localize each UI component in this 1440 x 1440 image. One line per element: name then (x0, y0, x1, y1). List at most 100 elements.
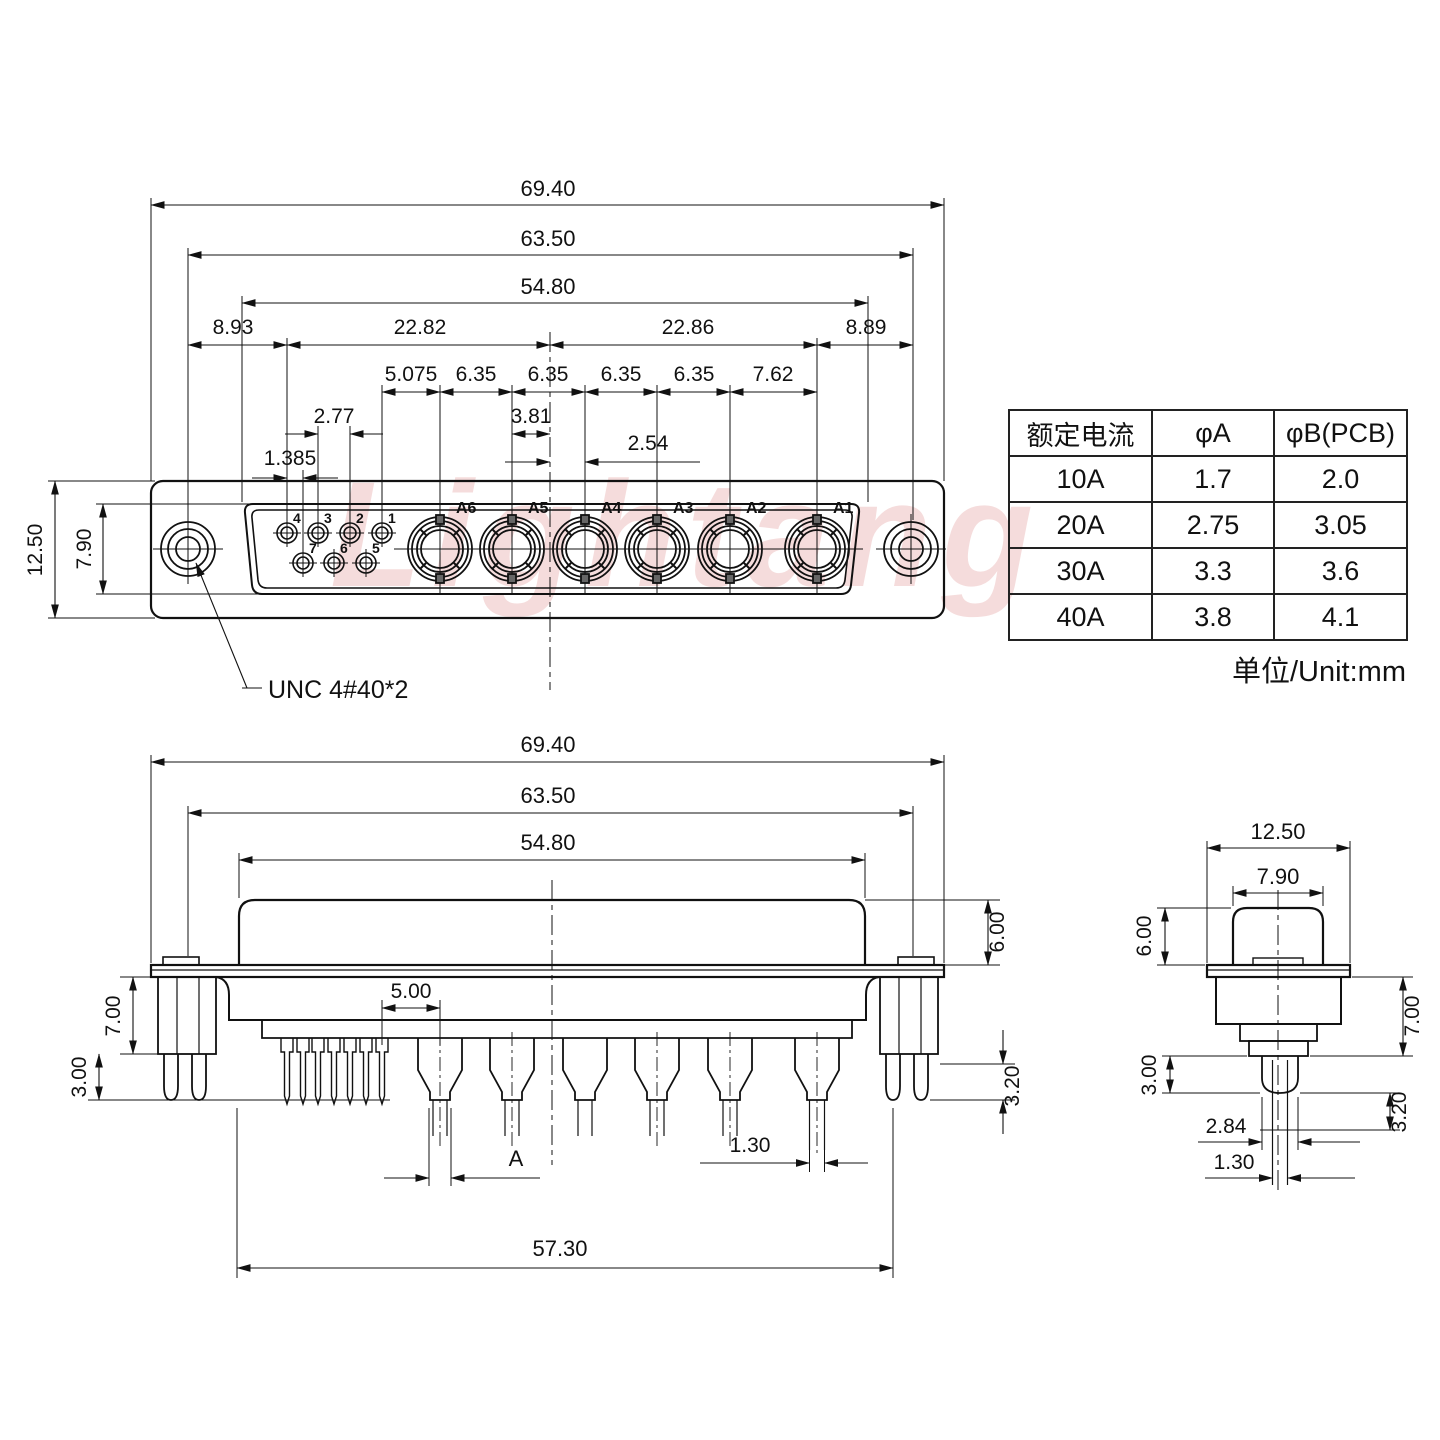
power-contacts (394, 503, 863, 595)
small-solder-pins (280, 1038, 389, 1107)
bracket-top-right (897, 956, 935, 966)
dim-row-offset: 3.81 (511, 405, 552, 428)
dim-side-depth: 12.50 (1250, 819, 1305, 844)
dim-side-body-height: 7.00 (1401, 996, 1424, 1037)
d-opening-inner (251, 509, 853, 589)
dim-front-right-span: 22.86 (662, 316, 715, 339)
bottom-dimensions (95, 758, 1007, 1272)
dim-side-tip-length: 3.20 (1388, 1092, 1411, 1133)
dim-center-gap: 2.54 (628, 432, 669, 455)
dim-bottom-body-height: 7.00 (102, 996, 125, 1037)
mounting-hole-right (876, 514, 946, 584)
mount-bracket-right (879, 976, 939, 1101)
side-extension-lines (1157, 841, 1413, 1150)
contact-A5 (466, 503, 558, 595)
cell-phib-20a: 3.05 (1273, 501, 1408, 549)
cell-current-20a: 20A (1008, 501, 1153, 549)
dim-bottom-shroud-height: 6.00 (986, 912, 1009, 953)
header-rated-current: 额定电流 (1008, 409, 1153, 457)
flange-plate (149, 963, 946, 979)
cell-phib-30a: 3.6 (1273, 547, 1408, 595)
dim-bottom-mount-pitch: 63.50 (520, 783, 575, 808)
dim-bottom-opening-width: 54.80 (520, 830, 575, 855)
dim-pitch-4: 6.35 (674, 363, 715, 386)
current-rating-table: 额定电流 φA φB(PCB) 10A 1.7 2.0 20A 2.75 3.0… (1008, 409, 1408, 641)
header-phi-a: φA (1151, 409, 1275, 457)
contact-A6 (394, 503, 486, 595)
contact-A2 (684, 503, 776, 595)
dim-pin-gap: 5.00 (391, 980, 432, 1003)
table-row: 20A 2.75 3.05 (1008, 501, 1408, 549)
d-opening-outer (243, 503, 861, 595)
insulator-body (215, 976, 880, 1021)
dim-front-opening-height: 7.90 (73, 529, 96, 570)
dim-front-overall-height: 12.50 (24, 524, 47, 577)
pin-label-6: 6 (340, 540, 348, 556)
table-row: 30A 3.3 3.6 (1008, 547, 1408, 595)
side-pin-tube (1261, 1056, 1299, 1094)
pin-label-3: 3 (324, 510, 332, 526)
cell-current-30a: 30A (1008, 547, 1153, 595)
bottom-view: 69.40 63.50 54.80 5.00 7.00 3.00 6.00 3.… (68, 732, 1024, 1278)
cell-phia-40a: 3.8 (1151, 593, 1275, 641)
dim-bottom-tip-length: 3.20 (1001, 1066, 1024, 1107)
front-view: 4 3 2 1 7 6 5 (24, 176, 946, 704)
contact-label-A4: A4 (601, 500, 622, 517)
dim-bottom-overall-width: 69.40 (520, 732, 575, 757)
contact-label-A1: A1 (833, 500, 854, 517)
dim-a-reference: A (509, 1146, 524, 1171)
dim-pitch-2: 6.35 (528, 363, 569, 386)
unit-note: 单位/Unit:mm (1231, 656, 1406, 688)
dim-pitch-5: 7.62 (753, 363, 794, 386)
header-phi-b-pcb: φB(PCB) (1273, 409, 1408, 457)
contact-label-A3: A3 (673, 500, 694, 517)
side-dimensions (1161, 844, 1407, 1182)
bracket-top-left (162, 956, 200, 966)
dim-side-tube-diameter: 2.84 (1206, 1115, 1247, 1138)
mounting-hole-left (153, 514, 223, 584)
cell-phia-30a: 3.3 (1151, 547, 1275, 595)
dim-front-left-span: 22.82 (394, 316, 447, 339)
contact-label-A2: A2 (746, 500, 767, 517)
pin-label-1: 1 (388, 510, 396, 526)
small-pins-top-row (273, 519, 396, 547)
table-header-row: 额定电流 φA φB(PCB) (1008, 409, 1408, 457)
dim-bottom-pin-tail: 3.00 (68, 1057, 91, 1098)
cell-current-10a: 10A (1008, 455, 1153, 503)
cell-phib-10a: 2.0 (1273, 455, 1408, 503)
dim-side-wire-diameter: 1.30 (1214, 1151, 1255, 1174)
contact-label-A6: A6 (456, 500, 477, 517)
dim-bottom-wire-diameter: 1.30 (730, 1134, 771, 1157)
dim-front-opening-width: 54.80 (520, 274, 575, 299)
front-dimensions (51, 201, 945, 689)
dim-half-pitch: 1.385 (264, 447, 317, 470)
dim-pitch-0: 5.075 (385, 363, 438, 386)
dim-pitch-3: 6.35 (601, 363, 642, 386)
large-solder-contacts (417, 1032, 840, 1155)
table-row: 40A 3.8 4.1 (1008, 593, 1408, 641)
dim-front-overall-width: 69.40 (520, 176, 575, 201)
dim-small-pitch: 2.77 (314, 405, 355, 428)
dim-side-shroud-height: 6.00 (1133, 916, 1156, 957)
cell-phia-10a: 1.7 (1151, 455, 1275, 503)
pin-label-5: 5 (372, 540, 380, 556)
dim-bottom-span: 57.30 (532, 1236, 587, 1261)
dim-side-pin-tail: 3.00 (1138, 1055, 1161, 1096)
dim-front-right-offset: 8.89 (846, 316, 887, 339)
dim-pitch-1: 6.35 (456, 363, 497, 386)
contact-A1 (771, 503, 863, 595)
mount-bracket-left (157, 976, 217, 1101)
contact-label-A5: A5 (528, 500, 549, 517)
insulator-base-strip (261, 1020, 853, 1039)
pin-label-2: 2 (356, 510, 364, 526)
unc-thread-label: UNC 4#40*2 (268, 676, 408, 704)
cell-phib-40a: 4.1 (1273, 593, 1408, 641)
pin-label-4: 4 (293, 510, 301, 526)
dim-front-left-offset: 8.93 (213, 316, 254, 339)
cell-current-40a: 40A (1008, 593, 1153, 641)
pin-label-7: 7 (309, 540, 317, 556)
dim-front-mount-pitch: 63.50 (520, 226, 575, 251)
cell-phia-20a: 2.75 (1151, 501, 1275, 549)
